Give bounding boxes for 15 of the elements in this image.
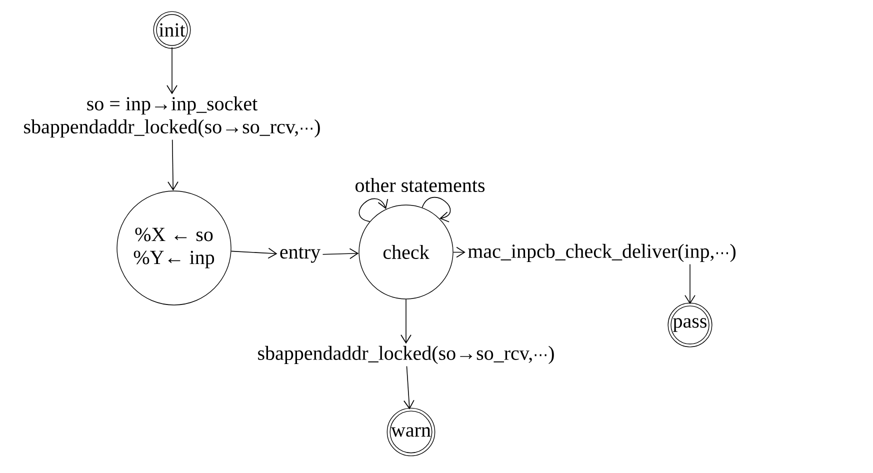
arrow <box>684 264 696 304</box>
arrow <box>166 46 178 94</box>
edge-label: other statements <box>356 178 485 192</box>
statement-text: mac_inpcb_check_deliver(inp,⋯) <box>468 244 736 262</box>
arrow <box>358 198 388 222</box>
arrow <box>168 139 178 191</box>
statement-text: entry <box>280 247 320 263</box>
statement-text: sbappendaddr_locked(so→so_rcv,⋯) <box>258 346 554 364</box>
arrow <box>230 248 278 259</box>
arrow <box>404 366 414 410</box>
arrow <box>452 246 466 258</box>
statement-text: so = inp→inp_socket sbappendaddr_locked(so→so_rcv,⋯) <box>24 96 320 138</box>
arrow <box>422 197 451 222</box>
arrow <box>400 298 412 344</box>
arrow <box>322 248 359 260</box>
